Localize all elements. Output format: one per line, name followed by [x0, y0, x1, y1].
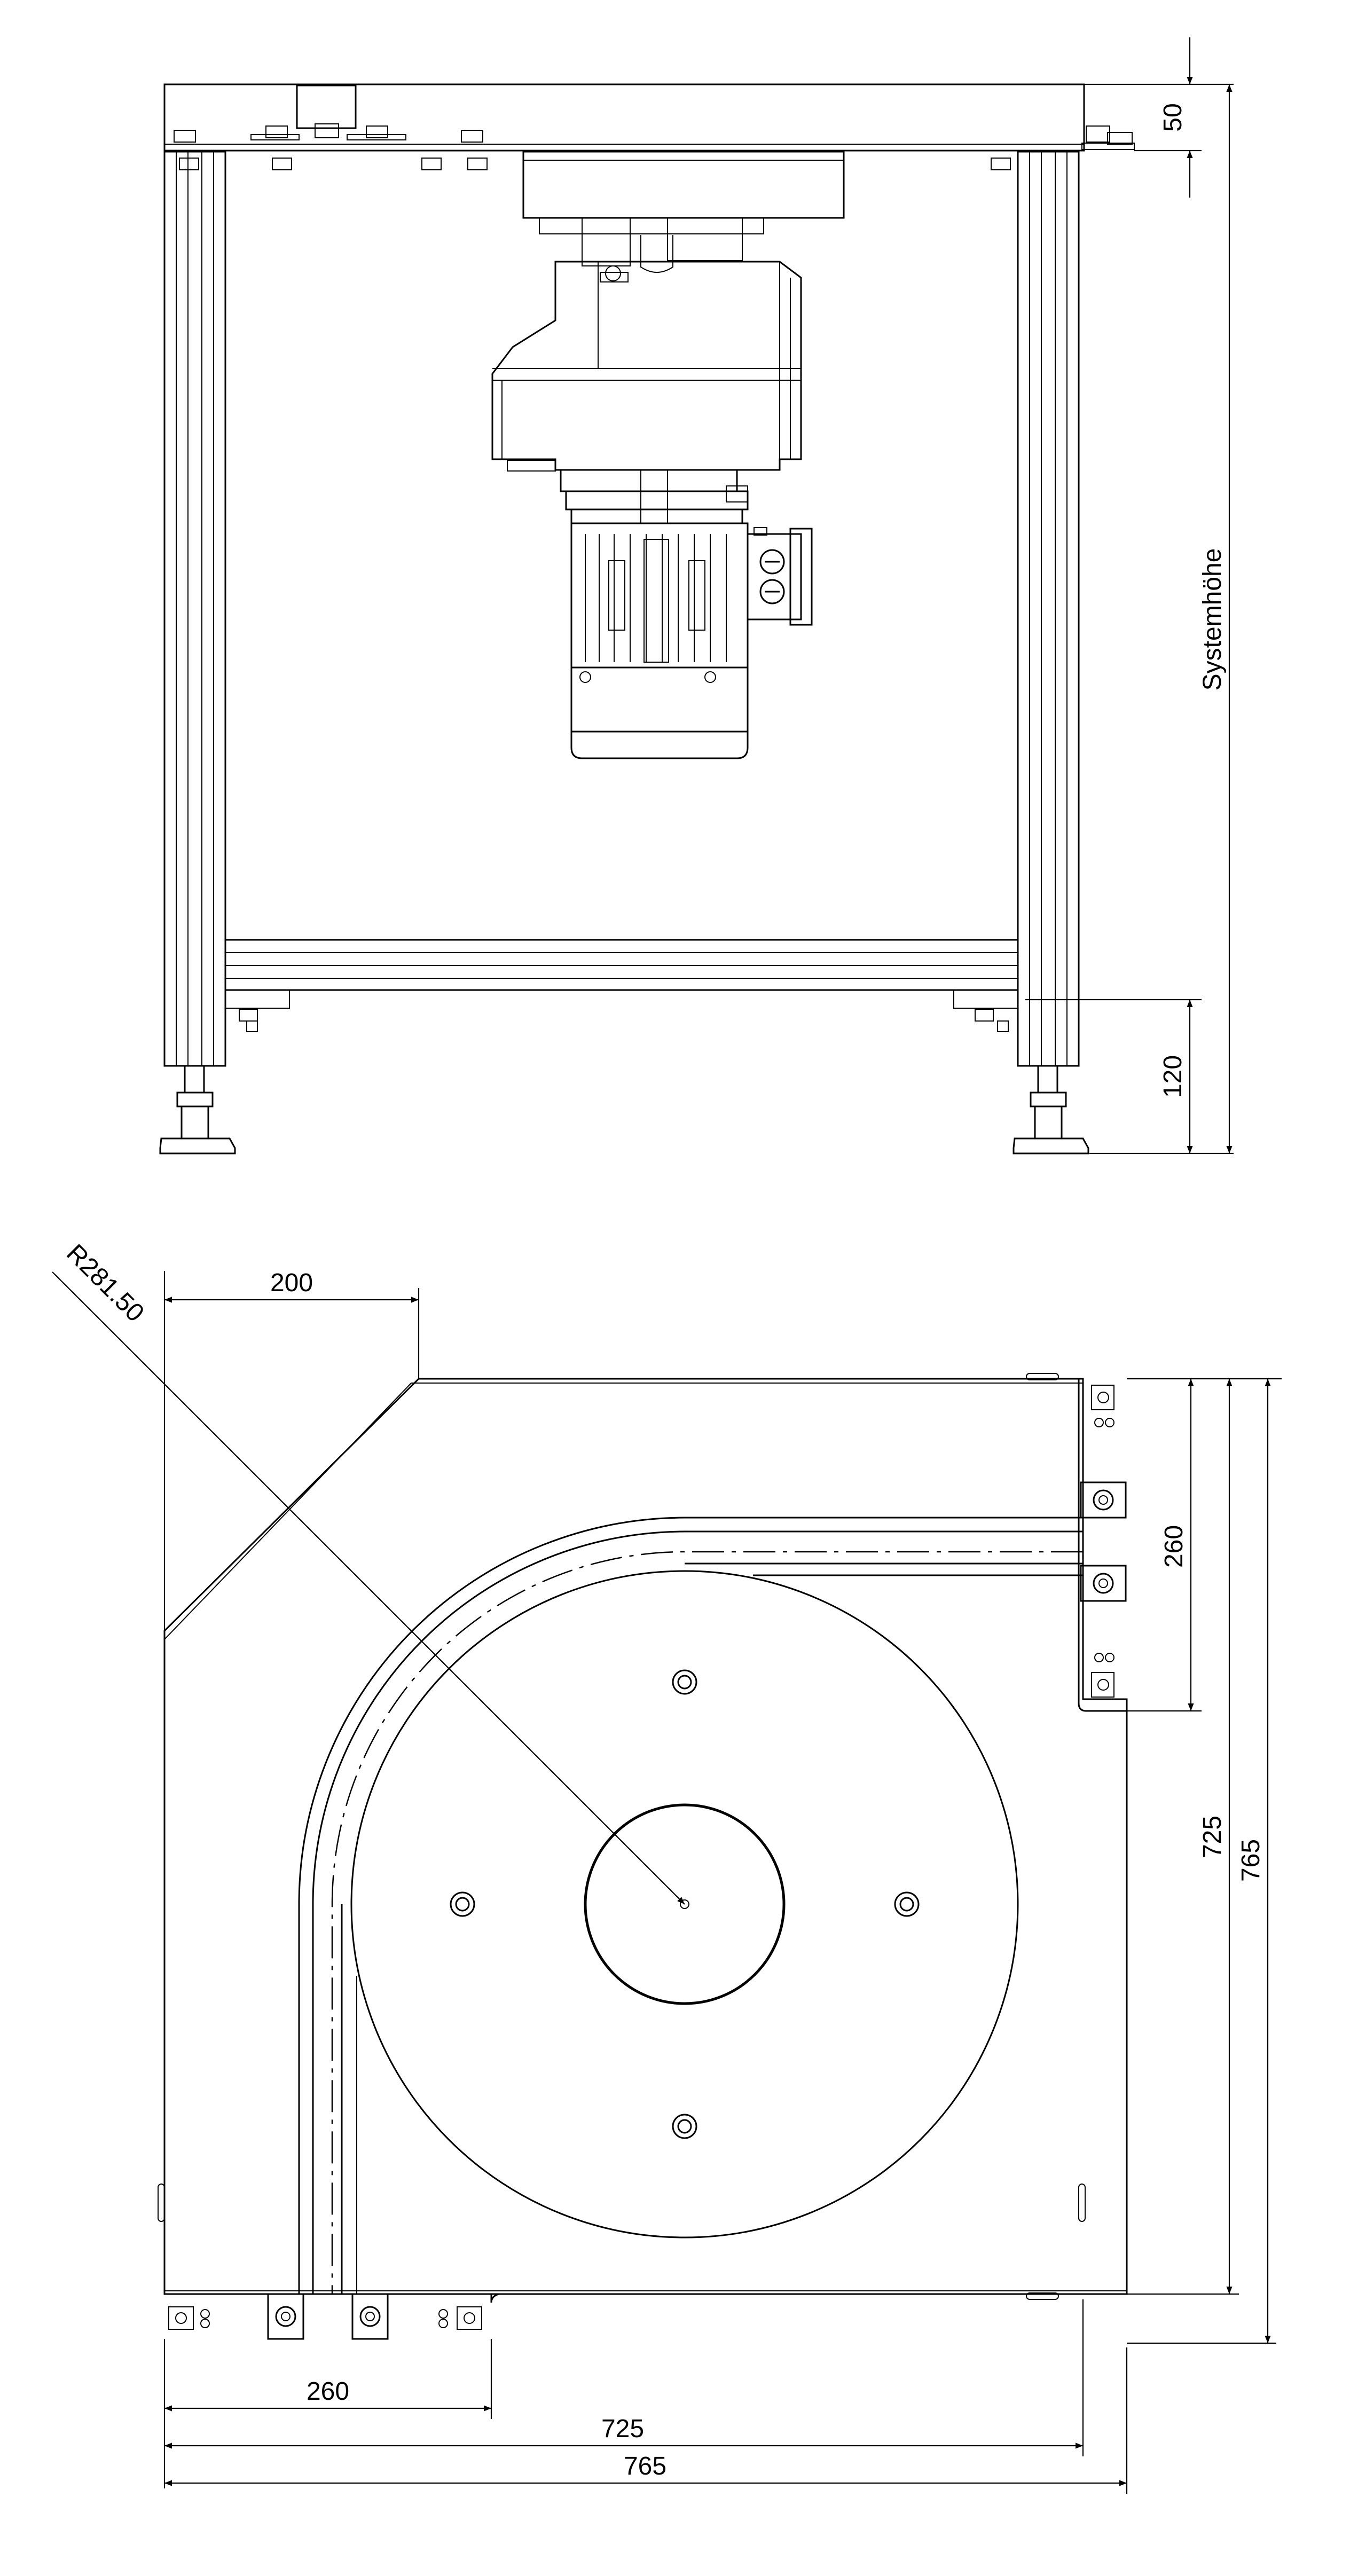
conveyor-track — [298, 1517, 1083, 2294]
right-brackets — [1080, 1385, 1127, 1698]
dim-label-120: 120 — [1159, 1055, 1187, 1098]
dim-label-725-right: 725 — [1198, 1816, 1227, 1858]
top-view: R281.50 200 260 725 765 — [52, 1239, 1282, 2494]
sensor-block — [296, 84, 357, 138]
disc-bolt-bottom — [672, 2114, 697, 2139]
dim-200 — [163, 1271, 420, 1631]
cross-beam — [224, 939, 1019, 1032]
dim-label-system-height: Systemhöhe — [1198, 548, 1227, 691]
dim-label-radius: R281.50 — [61, 1239, 150, 1328]
left-column — [163, 151, 226, 1067]
dim-label-50: 50 — [1159, 103, 1187, 131]
right-column — [1017, 151, 1080, 1067]
adapter-flange — [560, 469, 749, 524]
frame-outline — [163, 1378, 1128, 2295]
leveling-foot-left — [159, 1065, 236, 1155]
dim-label-200: 200 — [270, 1269, 313, 1297]
top-fasteners — [174, 125, 1135, 170]
motor — [570, 522, 749, 759]
disc-bolt-left — [450, 1891, 475, 1917]
disc-bolt-right — [894, 1891, 920, 1917]
disc-bolt-top — [672, 1669, 697, 1695]
top-plate — [163, 83, 1085, 152]
leveling-foot-right — [1012, 1065, 1089, 1155]
turntable — [350, 1570, 1019, 2239]
dim-label-765-bottom: 765 — [624, 2452, 666, 2480]
turntable-disc — [350, 1570, 1019, 2239]
right-dimensions — [1127, 1378, 1282, 2344]
bottom-brackets — [168, 2293, 482, 2340]
dim-label-725-bottom: 725 — [601, 2415, 644, 2443]
front-dimensions — [1025, 37, 1234, 1155]
bottom-dimensions — [163, 2299, 1128, 2494]
center-hub — [584, 1803, 786, 2005]
gearbox — [491, 235, 802, 472]
front-view: 50 Systemhöhe 120 — [159, 37, 1234, 1155]
terminal-box — [747, 527, 813, 626]
dim-label-765-right: 765 — [1237, 1839, 1265, 1882]
dim-label-260-bottom: 260 — [307, 2377, 349, 2406]
dim-label-260-right: 260 — [1160, 1525, 1188, 1568]
mounting-plate — [522, 151, 845, 266]
radius-leader — [52, 1271, 685, 1905]
